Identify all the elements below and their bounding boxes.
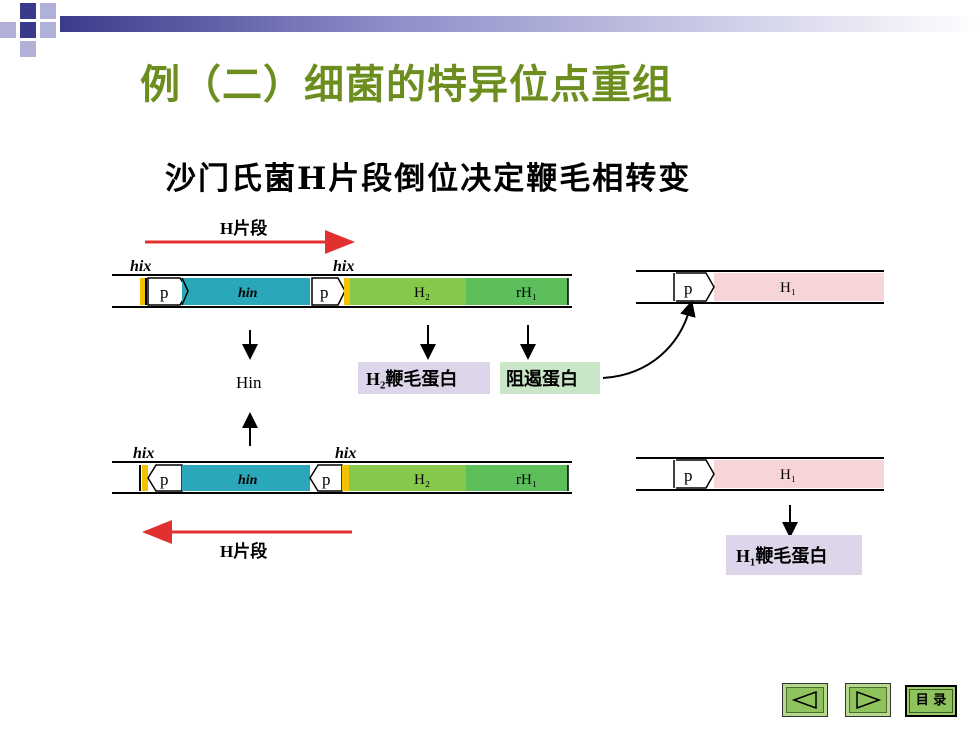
top-promoter-2 xyxy=(311,277,346,306)
top-promoter-1-label: p xyxy=(160,283,169,302)
slide-title: 例（二）细菌的特异位点重组 xyxy=(140,62,673,108)
prev-slide-button[interactable] xyxy=(782,683,828,717)
bottom-promoter-2-label: p xyxy=(322,470,331,489)
top-hin-segment xyxy=(182,278,310,305)
bottom-hix-right-site xyxy=(342,465,349,491)
index-button[interactable]: 目 录 xyxy=(905,685,957,717)
header-bar xyxy=(60,16,980,32)
right-triangle-icon xyxy=(856,691,881,709)
top-h1-segment xyxy=(714,273,884,301)
next-slide-button[interactable] xyxy=(845,683,891,717)
top-hix-left-site xyxy=(140,278,146,305)
h2-flagellin-box xyxy=(358,362,490,394)
bottom-h2-segment xyxy=(349,465,466,491)
bottom-hin-label: hin xyxy=(238,473,258,488)
top-h1-promoter-label: p xyxy=(684,279,693,298)
repressor-label: 阻遏蛋白 xyxy=(506,368,578,389)
index-button-label: 目 录 xyxy=(909,689,953,713)
top-h1-label: H₁ xyxy=(780,280,796,296)
left-triangle-icon xyxy=(792,691,817,709)
top-h2-label: H₂ xyxy=(414,285,430,301)
top-h2-segment xyxy=(350,278,466,305)
bottom-hix-left-label: hix xyxy=(133,445,154,462)
bottom-h1-segment xyxy=(714,460,884,488)
bottom-hix-right-label: hix xyxy=(335,445,356,462)
bottom-rh1-segment xyxy=(466,465,568,491)
bottom-h1-promoter-label: p xyxy=(684,466,693,485)
repressor-arrow xyxy=(602,300,696,379)
top-hix-right-label: hix xyxy=(333,258,354,275)
h1-flagellin-box xyxy=(726,535,862,575)
bottom-h1-label: H₁ xyxy=(780,467,796,483)
top-rh1-segment xyxy=(466,278,568,305)
bottom-h1-promoter xyxy=(676,459,715,489)
top-promoter-2-label: p xyxy=(320,283,329,302)
top-h-segment-label: H片段 xyxy=(220,218,267,238)
bottom-h2-label: H₂ xyxy=(414,472,430,488)
bottom-h-segment-label: H片段 xyxy=(220,541,267,561)
bottom-promoter-1-label: p xyxy=(160,470,169,489)
bottom-hix-left-site xyxy=(142,465,148,491)
corner-decoration xyxy=(0,0,80,60)
repressor-box xyxy=(500,362,600,394)
hin-protein-label: Hin xyxy=(236,373,262,392)
h2-flagellin-label: H₂鞭毛蛋白 xyxy=(366,368,457,389)
top-hin-label: hin xyxy=(238,286,258,301)
h1-flagellin-label: H₁鞭毛蛋白 xyxy=(736,545,827,566)
bottom-hin-segment xyxy=(182,465,310,491)
top-hix-right-site xyxy=(344,278,350,305)
bottom-rh1-label: rH₁ xyxy=(516,472,537,488)
slide-subtitle: 沙门氏菌H片段倒位决定鞭毛相转变 xyxy=(165,161,692,197)
top-rh1-label: rH₁ xyxy=(516,285,537,301)
top-h1-promoter xyxy=(676,272,715,302)
top-hix-left-label: hix xyxy=(130,258,151,275)
